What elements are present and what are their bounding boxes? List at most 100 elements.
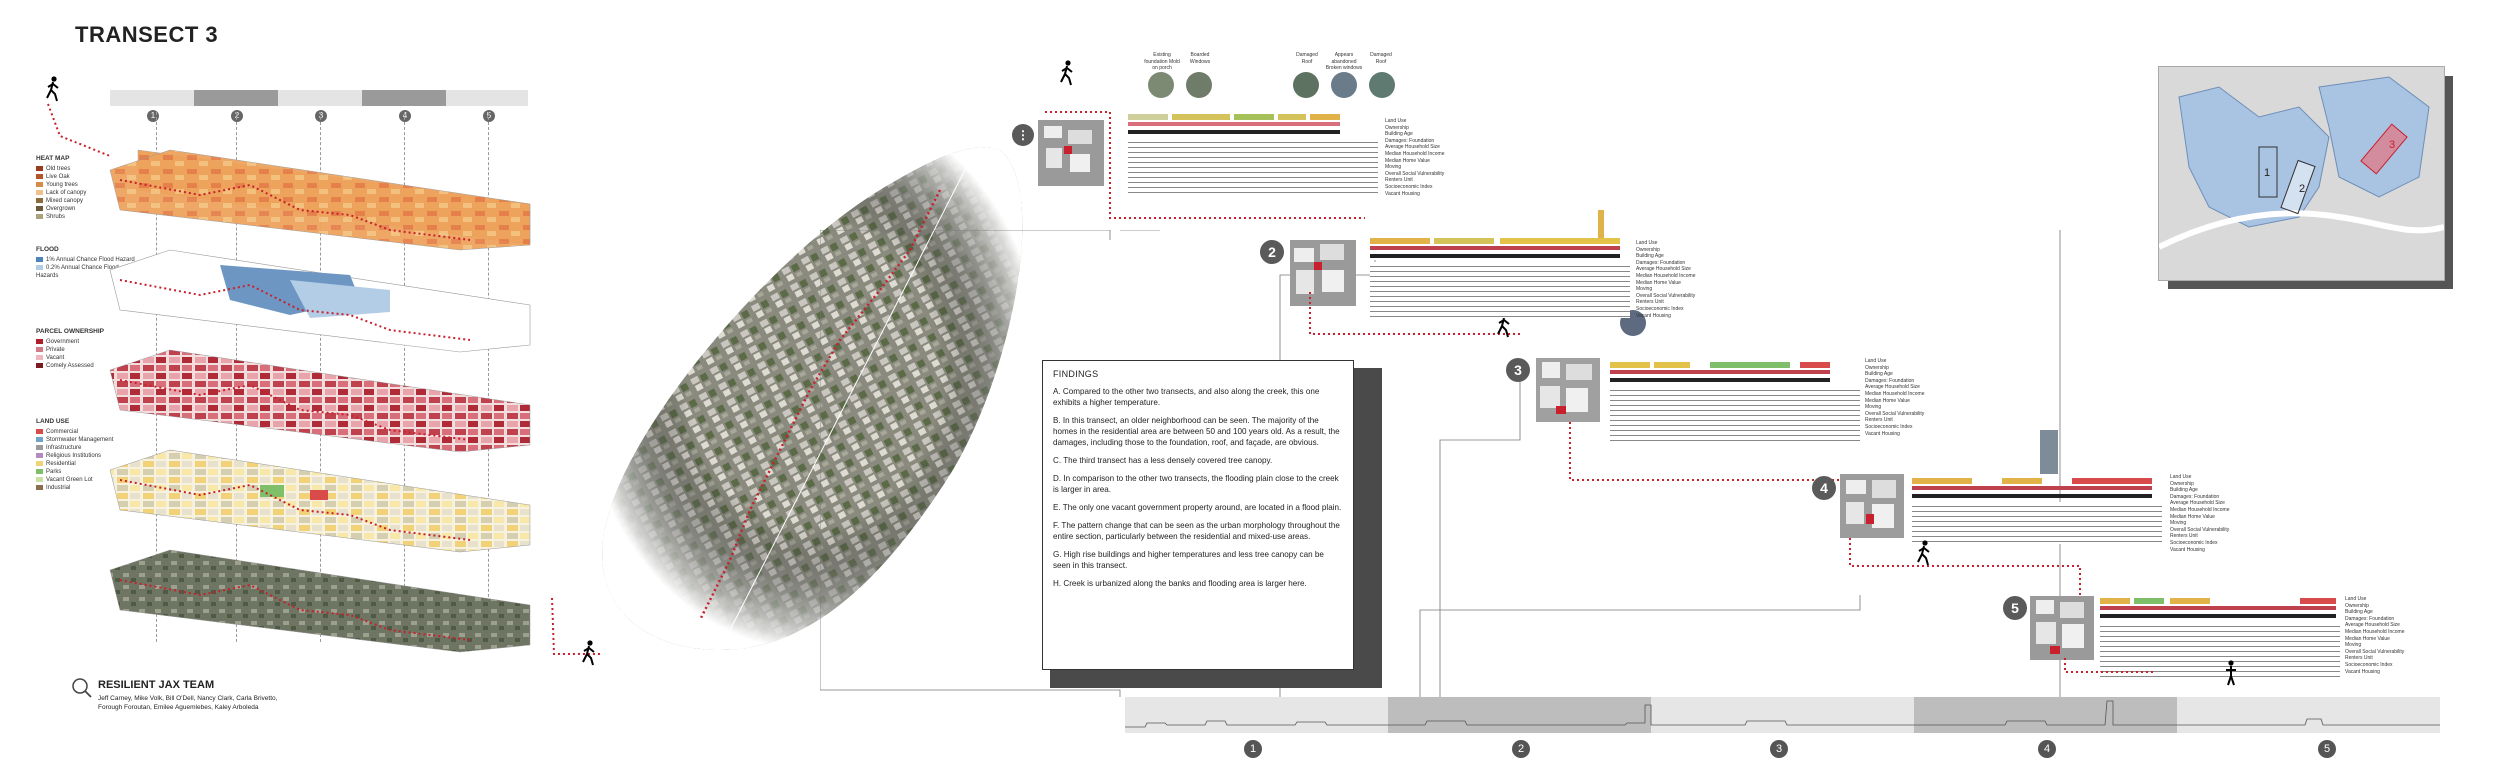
route-dots: [551, 597, 600, 655]
photo-caption: Damaged Roof: [1296, 52, 1318, 65]
legend-item: Parks: [46, 469, 62, 475]
legend-item: Industrial: [46, 485, 71, 491]
elevation-strip: [1125, 697, 2440, 733]
strip-number: 2: [231, 110, 243, 122]
block-map-thumbnail: [1536, 358, 1600, 422]
row-label: Renters Unit: [1385, 177, 1413, 184]
row-label: Overall Social Vulnerability: [2170, 526, 2230, 533]
strip-number-row: 1 2 3 4 5: [110, 110, 528, 124]
row-label: Median Home Value: [2345, 635, 2390, 642]
photo-thumbnail: [1331, 72, 1357, 98]
finding-item: F. The pattern change that can be seen a…: [1053, 521, 1340, 541]
row-label: Median Household Income: [1865, 390, 1925, 397]
legend-land-use: LAND USE Commercial Stormwater Managemen…: [36, 418, 136, 492]
row-label: Socioeconomic Index: [1636, 305, 1684, 312]
block-map-thumbnail: [2030, 596, 2094, 660]
inset-label: 3: [2389, 139, 2396, 151]
row-label: Building Age: [2170, 487, 2198, 494]
row-label: Median Home Value: [1865, 397, 1910, 404]
pedestrian-standing-icon: [2226, 660, 2236, 686]
row-label: Median Household Income: [1636, 272, 1696, 279]
row-label: Land Use: [1865, 358, 1887, 364]
legend-item: Comely Assessed: [46, 363, 94, 369]
finding-item: G. High rise buildings and higher temper…: [1053, 550, 1324, 570]
block-map-thumbnail: [1290, 240, 1356, 306]
legend-item: Vacant Green Lot: [46, 477, 93, 483]
row-label: Median Household Income: [2170, 506, 2230, 513]
bottom-section-number: 1: [1244, 740, 1262, 758]
section-row-labels: Land Use Ownership Building Age Damages:…: [1385, 118, 1455, 197]
row-label: Building Age: [1385, 131, 1413, 138]
row-label: Renters Unit: [2170, 533, 2198, 540]
findings-heading: FINDINGS: [1053, 369, 1099, 379]
legend-item: Government: [46, 339, 80, 345]
route-dots: [47, 103, 111, 157]
photo-thumbnail: [1186, 72, 1212, 98]
section-number: 2: [1260, 240, 1284, 264]
row-label: Building Age: [2345, 609, 2373, 616]
finding-item: E. The only one vacant government proper…: [1053, 503, 1342, 512]
legend-heading: LAND USE: [36, 418, 70, 425]
section-number: 3: [1506, 358, 1530, 382]
search-icon: [72, 678, 92, 698]
legend-item: Lack of canopy: [46, 190, 87, 196]
section-number: ⋮: [1012, 124, 1034, 146]
row-label: Median Household Income: [2345, 628, 2405, 635]
row-label: Average Household Size: [1636, 266, 1691, 273]
finding-item: H. Creek is urbanized along the banks an…: [1053, 579, 1307, 588]
route-dots: [1569, 422, 1860, 481]
row-label: Vacant Housing: [1865, 430, 1900, 437]
row-label: Moving: [1636, 286, 1653, 293]
pedestrian-icon: [46, 76, 59, 102]
legend-heading: PARCEL OWNERSHIP: [36, 328, 105, 335]
legend-item: Young trees: [46, 182, 78, 188]
row-label: Moving: [2345, 642, 2362, 649]
finding-item: A. Compared to the other two transects, …: [1053, 387, 1320, 407]
finding-item: C. The third transect has a less densely…: [1053, 456, 1273, 465]
row-label: Overall Social Vulnerability: [1636, 292, 1696, 299]
legend-parcel-ownership: PARCEL OWNERSHIP Government Private Vaca…: [36, 328, 136, 370]
row-label: Renters Unit: [1865, 417, 1893, 424]
legend-flood: FLOOD 1% Annual Chance Flood Hazard 0.2%…: [36, 246, 136, 280]
section-row-labels: Land Use Ownership Building Age Damages:…: [2345, 596, 2415, 675]
pedestrian-icon: [1060, 60, 1073, 86]
section-number: 5: [2003, 596, 2027, 620]
bottom-section-number: 3: [1770, 740, 1788, 758]
team-members-line: Jeff Carney, Mike Volk, Bill O'Dell, Nan…: [98, 695, 278, 702]
row-label: Vacant Housing: [1636, 312, 1671, 319]
legend-item: Infrastructure: [46, 445, 82, 451]
legend-item: Overgrown: [46, 206, 76, 212]
block-map-thumbnail: [1038, 120, 1104, 186]
section-diagram-5: [2100, 594, 2340, 678]
team-name: RESILIENT JAX TEAM: [98, 679, 215, 691]
row-label: Renters Unit: [2345, 655, 2373, 662]
legend-item: Private: [46, 347, 65, 353]
block-map-thumbnail: [1840, 474, 1904, 538]
route-dots: [2064, 658, 2155, 673]
photo-callouts: Existing foundation Mold on porch Boarde…: [1130, 50, 1395, 110]
photo-thumbnail: [1369, 72, 1395, 98]
finding-item: B. In this transect, an older neighborho…: [1053, 416, 1340, 447]
row-label: Damages: Foundation: [1385, 137, 1435, 144]
findings-panel: FINDINGS A. Compared to the other two tr…: [1042, 360, 1354, 670]
row-label: Average Household Size: [2345, 622, 2400, 629]
section-diagram-4: [1912, 474, 2162, 544]
photo-thumbnail: [1293, 72, 1319, 98]
row-label: Building Age: [1636, 253, 1664, 260]
row-label: Ownership: [2345, 602, 2369, 609]
row-label: Median Home Value: [1636, 279, 1681, 286]
row-label: Land Use: [1385, 118, 1407, 124]
row-label: Damages: Foundation: [1636, 259, 1686, 266]
row-label: Overall Social Vulnerability: [2345, 648, 2405, 655]
section-row-labels: Land Use Ownership Building Age Damages:…: [2170, 474, 2240, 553]
row-label: Ownership: [1385, 124, 1409, 131]
photo-caption: Damaged Roof: [1370, 52, 1392, 65]
row-label: Overall Social Vulnerability: [1385, 170, 1445, 177]
row-label: Socioeconomic Index: [2345, 661, 2393, 668]
pedestrian-icon: [1917, 540, 1930, 566]
aerial-3d-view: [602, 147, 1023, 651]
row-label: Median Household Income: [1385, 150, 1445, 157]
row-label: Vacant Housing: [2170, 546, 2205, 553]
row-label: Socioeconomic Index: [2170, 539, 2218, 546]
finding-item: D. In comparison to the other two transe…: [1053, 474, 1339, 494]
